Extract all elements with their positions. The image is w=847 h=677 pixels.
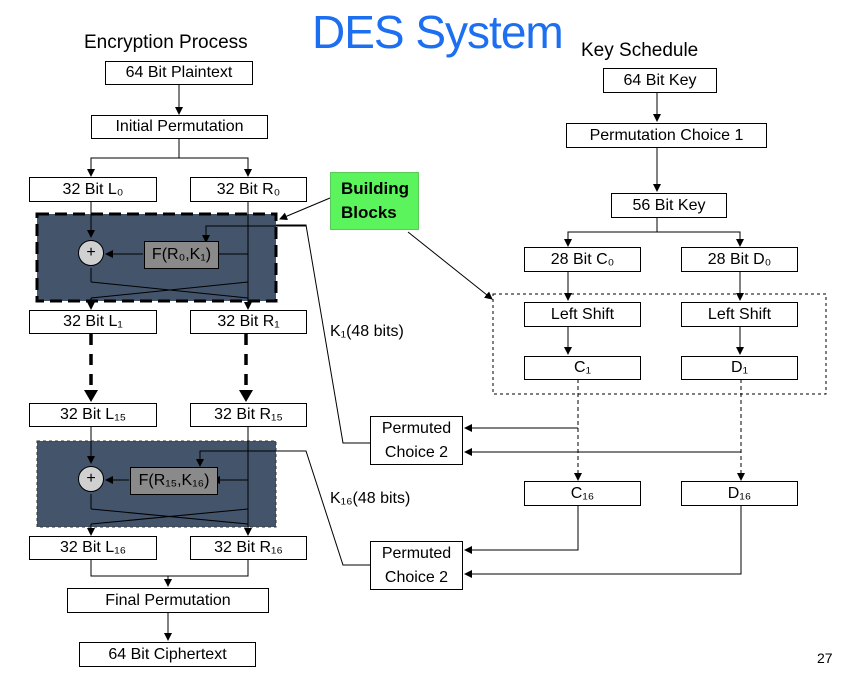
encryption-heading: Encryption Process (84, 32, 248, 53)
building-blocks-callout: Building Blocks (330, 172, 419, 230)
d1-box: D₁ (681, 356, 798, 380)
skip-arrowhead-left (84, 390, 98, 402)
d0-box: 28 Bit D₀ (681, 247, 798, 272)
final-permutation-box: Final Permutation (67, 588, 269, 613)
pc1-box: Permutation Choice 1 (566, 123, 767, 148)
xor-circle-1: + (78, 240, 104, 266)
left-shift-d-box: Left Shift (681, 302, 798, 327)
ciphertext-box: 64 Bit Ciphertext (79, 642, 256, 667)
slide-number: 27 (817, 650, 833, 666)
l16-box: 32 Bit L₁₆ (29, 536, 157, 560)
shift-region (492, 293, 827, 395)
f1-box: F(R₀,K₁) (144, 241, 219, 269)
key-schedule-heading: Key Schedule (581, 40, 699, 61)
c16-box: C₁₆ (524, 481, 641, 506)
plaintext-box: 64 Bit Plaintext (105, 61, 253, 85)
pc2-bottom-line2: Choice 2 (384, 568, 449, 586)
k16-label: K₁₆(48 bits) (330, 490, 411, 507)
c0-box: 28 Bit C₀ (524, 247, 641, 272)
key56-box: 56 Bit Key (611, 193, 727, 218)
xor-circle-16: + (78, 466, 104, 492)
pc2-bottom-line1: Permuted (381, 544, 452, 562)
pc2-top-line1: Permuted (381, 419, 452, 437)
pc2-bottom-box: Permuted Choice 2 (370, 541, 463, 590)
d16-box: D₁₆ (681, 481, 798, 506)
r0-box: 32 Bit R₀ (190, 177, 307, 202)
l1-box: 32 Bit L₁ (29, 310, 157, 334)
c1-box: C₁ (524, 356, 641, 380)
page-title: DES System (312, 6, 564, 58)
skip-arrowhead-right (239, 390, 253, 402)
r15-box: 32 Bit R₁₅ (190, 403, 307, 427)
left-shift-c-box: Left Shift (524, 302, 641, 327)
pc2-top-box: Permuted Choice 2 (370, 416, 463, 465)
r16-box: 32 Bit R₁₆ (190, 536, 307, 560)
key64-box: 64 Bit Key (603, 68, 717, 93)
initial-permutation-box: Initial Permutation (91, 115, 268, 139)
pc2-top-line2: Choice 2 (384, 443, 449, 461)
r1-box: 32 Bit R₁ (190, 310, 307, 334)
k1-label: K₁(48 bits) (330, 323, 404, 340)
l0-box: 32 Bit L₀ (29, 177, 157, 202)
f16-box: F(R₁₅,K₁₆) (130, 467, 218, 495)
l15-box: 32 Bit L₁₅ (29, 403, 157, 427)
building-blocks-line2: Blocks (341, 203, 397, 222)
building-blocks-line1: Building (341, 179, 409, 198)
